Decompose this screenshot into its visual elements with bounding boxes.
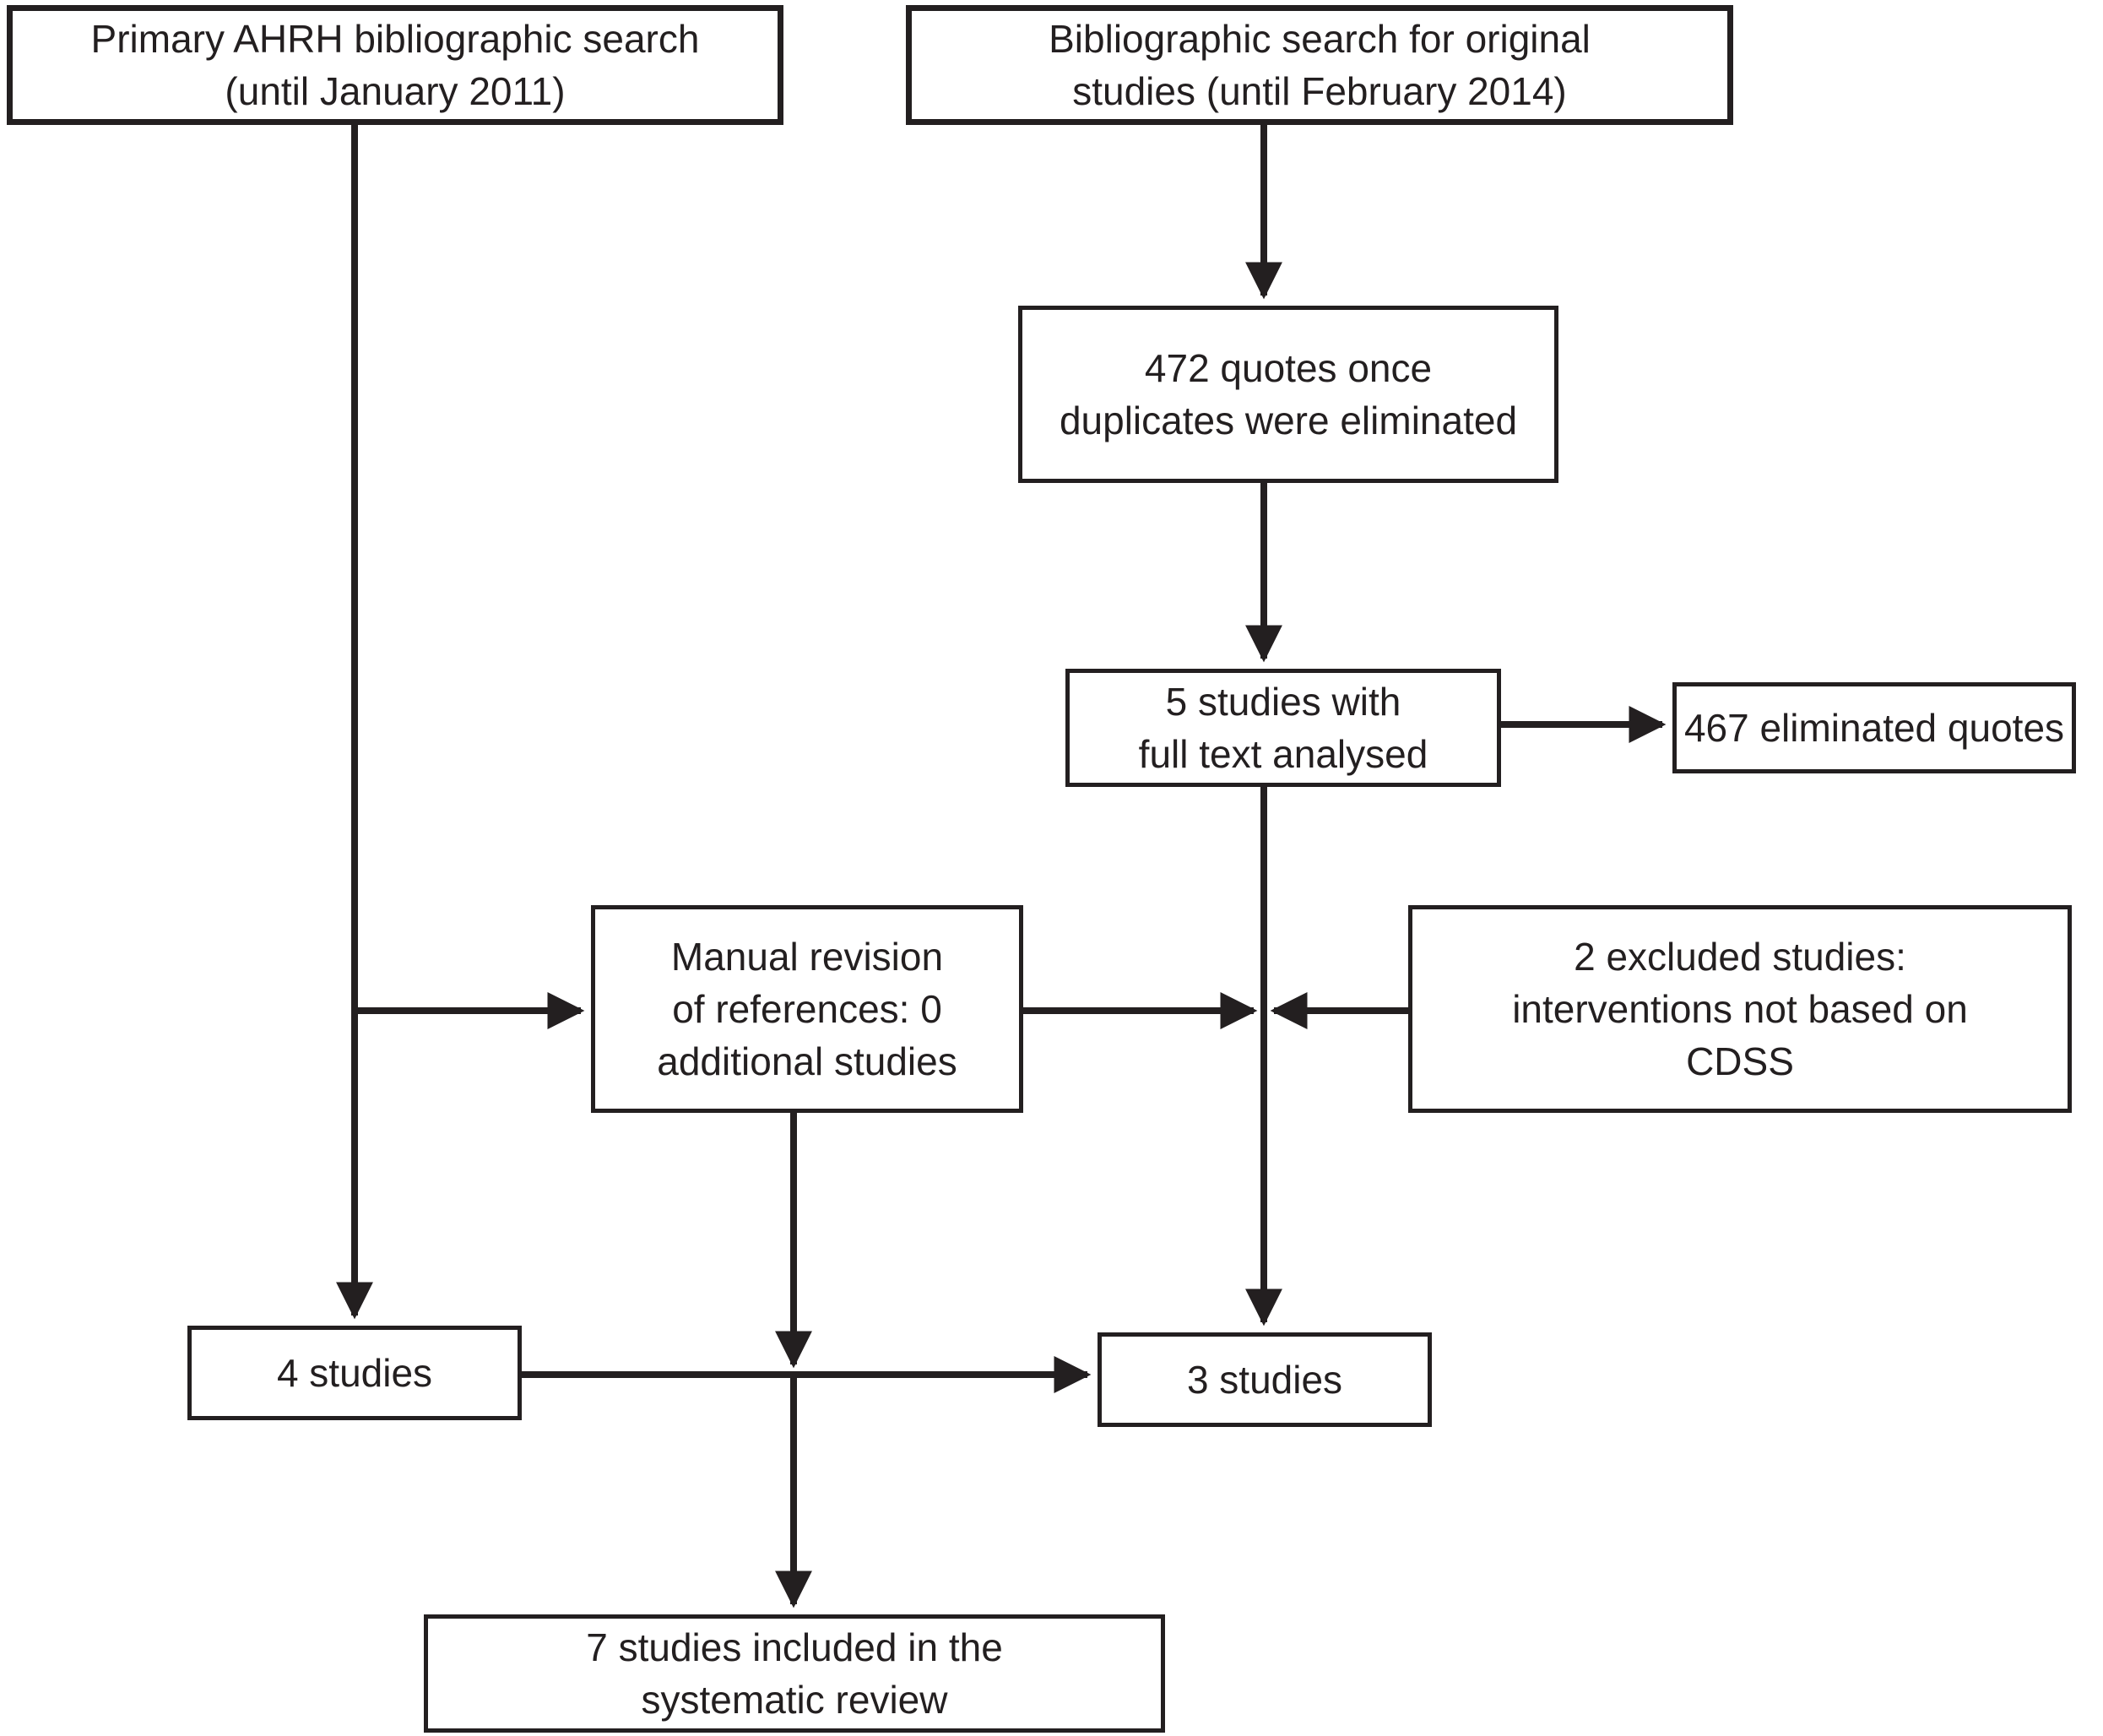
node-7-studies-included-label: 7 studies included in the systematic rev…	[586, 1625, 1003, 1722]
node-bibliographic-search-label: Bibliographic search for original studie…	[1049, 17, 1591, 113]
node-467-eliminated-quotes: 467 eliminated quotes	[1672, 682, 2076, 773]
node-2-excluded-studies-label: 2 excluded studies: interventions not ba…	[1512, 935, 1968, 1083]
node-4-studies-label: 4 studies	[276, 1351, 433, 1395]
node-bibliographic-search: Bibliographic search for original studie…	[906, 5, 1733, 125]
node-5-studies-full-text-label: 5 studies with full text analysed	[1138, 680, 1428, 776]
node-467-eliminated-quotes-label: 467 eliminated quotes	[1683, 706, 2065, 750]
node-4-studies: 4 studies	[187, 1326, 522, 1420]
node-2-excluded-studies: 2 excluded studies: interventions not ba…	[1408, 905, 2072, 1113]
node-5-studies-full-text: 5 studies with full text analysed	[1065, 669, 1501, 787]
node-manual-revision-label: Manual revision of references: 0 additio…	[657, 935, 957, 1083]
node-7-studies-included: 7 studies included in the systematic rev…	[424, 1614, 1165, 1733]
node-primary-ahrh-search-label: Primary AHRH bibliographic search (until…	[90, 17, 700, 113]
node-472-quotes-label: 472 quotes once duplicates were eliminat…	[1059, 346, 1518, 442]
node-3-studies: 3 studies	[1098, 1332, 1432, 1427]
node-472-quotes: 472 quotes once duplicates were eliminat…	[1018, 306, 1558, 483]
node-manual-revision: Manual revision of references: 0 additio…	[591, 905, 1023, 1113]
node-3-studies-label: 3 studies	[1186, 1358, 1343, 1402]
node-primary-ahrh-search: Primary AHRH bibliographic search (until…	[7, 5, 783, 125]
